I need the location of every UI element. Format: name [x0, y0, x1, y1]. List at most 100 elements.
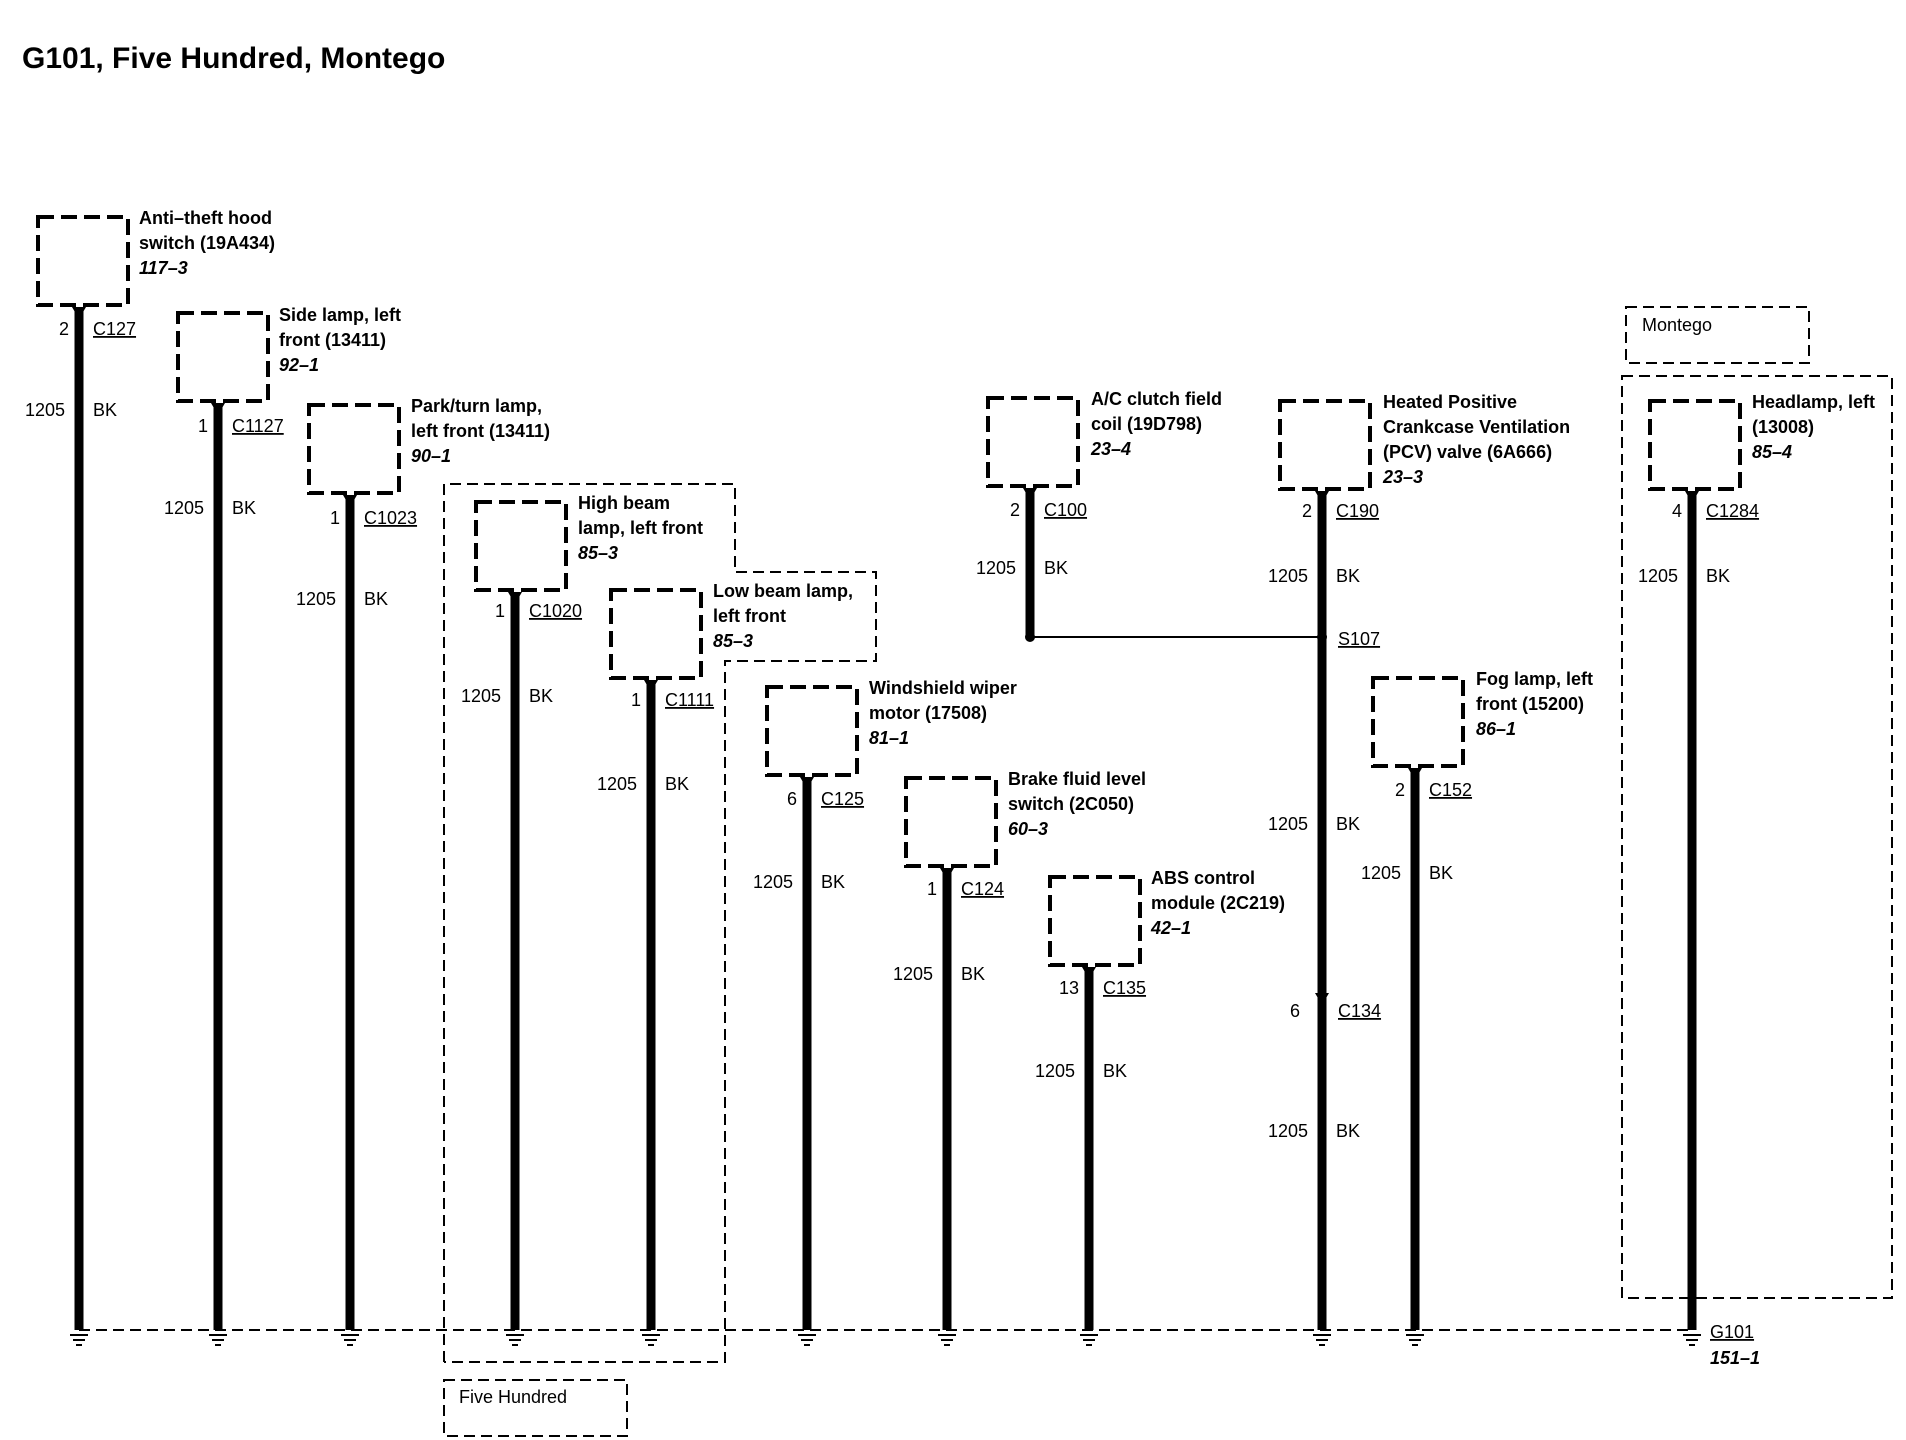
- component-name: front (13411): [279, 330, 386, 350]
- ground-symbol: [938, 1334, 956, 1346]
- component-box: [1048, 875, 1142, 967]
- montego-region: [1621, 375, 1893, 1299]
- component-page-ref: 81–1: [869, 728, 909, 748]
- component-page-ref: 85–4: [1752, 442, 1792, 462]
- pin-number: 2: [1395, 780, 1405, 800]
- component-box: [986, 396, 1080, 488]
- component-page-ref: 42–1: [1150, 918, 1191, 938]
- component-name: Windshield wiper: [869, 678, 1017, 698]
- ground-symbol: [70, 1334, 88, 1346]
- component-name: Headlamp, left: [1752, 392, 1875, 412]
- wire-color: BK: [961, 964, 985, 984]
- pin-marker: [1023, 488, 1037, 500]
- montego-label: Montego: [1642, 315, 1712, 335]
- pin-number: 6: [787, 789, 797, 809]
- component-box: [474, 500, 568, 592]
- ground-symbol: [642, 1334, 660, 1346]
- pin-marker: [1685, 491, 1699, 503]
- component-name: (PCV) valve (6A666): [1383, 442, 1552, 462]
- ground-symbol: [798, 1334, 816, 1346]
- ground-symbol: [1406, 1334, 1424, 1346]
- inline-connector-label: C134: [1338, 1001, 1381, 1021]
- connector-label: C127: [93, 319, 136, 339]
- pin-number: 2: [1010, 500, 1020, 520]
- pin-marker: [343, 495, 357, 507]
- pin-number: 1: [927, 879, 937, 899]
- five-hundred-label-box: [443, 1379, 628, 1437]
- pin-marker: [1315, 491, 1329, 503]
- component-box: [765, 685, 859, 777]
- wire-color: BK: [529, 686, 553, 706]
- pin-number: 2: [1302, 501, 1312, 521]
- connector-label: C1020: [529, 601, 582, 621]
- pin-number: 1: [330, 508, 340, 528]
- inline-pin-number: 6: [1290, 1001, 1300, 1021]
- connector-label: C100: [1044, 500, 1087, 520]
- component-box: [36, 215, 130, 307]
- ground-symbol: [341, 1334, 359, 1346]
- component-name: ABS control: [1151, 868, 1255, 888]
- component-name: lamp, left front: [578, 518, 703, 538]
- component-page-ref: 90–1: [411, 446, 451, 466]
- pin-marker: [1082, 967, 1096, 979]
- component-page-ref: 117–3: [139, 258, 188, 278]
- wire-color: BK: [1706, 566, 1730, 586]
- pin-number: 13: [1059, 978, 1079, 998]
- pin-marker: [72, 307, 86, 319]
- circuit-number: 1205: [296, 589, 336, 609]
- component-box: [1278, 399, 1372, 491]
- circuit-number: 1205: [1268, 1121, 1308, 1141]
- pin-marker: [508, 592, 522, 604]
- montego-label-box: [1625, 306, 1810, 364]
- component-page-ref: 86–1: [1476, 719, 1516, 739]
- ground-page-ref: 151–1: [1710, 1348, 1760, 1368]
- wire-color: BK: [1336, 566, 1360, 586]
- component-page-ref: 23–3: [1382, 467, 1423, 487]
- component-name: Park/turn lamp,: [411, 396, 542, 416]
- circuit-number: 1205: [461, 686, 501, 706]
- wire-color: BK: [1044, 558, 1068, 578]
- component-name: (13008): [1752, 417, 1814, 437]
- five-hundred-region: [443, 483, 877, 1363]
- component-page-ref: 23–4: [1090, 439, 1131, 459]
- pin-marker: [940, 868, 954, 880]
- pin-marker: [644, 680, 658, 692]
- component-name: Side lamp, left: [279, 305, 401, 325]
- wire-color: BK: [232, 498, 256, 518]
- circuit-number: 1205: [1268, 814, 1308, 834]
- pin-number: 2: [59, 319, 69, 339]
- ground-symbol: [209, 1334, 227, 1346]
- wire-color: BK: [93, 400, 117, 420]
- component-page-ref: 92–1: [279, 355, 319, 375]
- circuit-number: 1205: [893, 964, 933, 984]
- splice-label: S107: [1338, 629, 1380, 649]
- five-hundred-label: Five Hundred: [459, 1387, 567, 1407]
- pin-marker: [211, 403, 225, 415]
- wire-color: BK: [1336, 1121, 1360, 1141]
- component-name: switch (2C050): [1008, 794, 1134, 814]
- connector-label: C190: [1336, 501, 1379, 521]
- pin-number: 1: [495, 601, 505, 621]
- inline-connector-marker: [1315, 993, 1329, 1005]
- circuit-number: 1205: [1035, 1061, 1075, 1081]
- component-page-ref: 85–3: [713, 631, 753, 651]
- ground-symbol: [1080, 1334, 1098, 1346]
- component-name: module (2C219): [1151, 893, 1285, 913]
- wire-color: BK: [1336, 814, 1360, 834]
- circuit-number: 1205: [164, 498, 204, 518]
- component-name: front (15200): [1476, 694, 1584, 714]
- connector-label: C152: [1429, 780, 1472, 800]
- circuit-number: 1205: [1268, 566, 1308, 586]
- circuit-number: 1205: [597, 774, 637, 794]
- component-box: [176, 311, 270, 403]
